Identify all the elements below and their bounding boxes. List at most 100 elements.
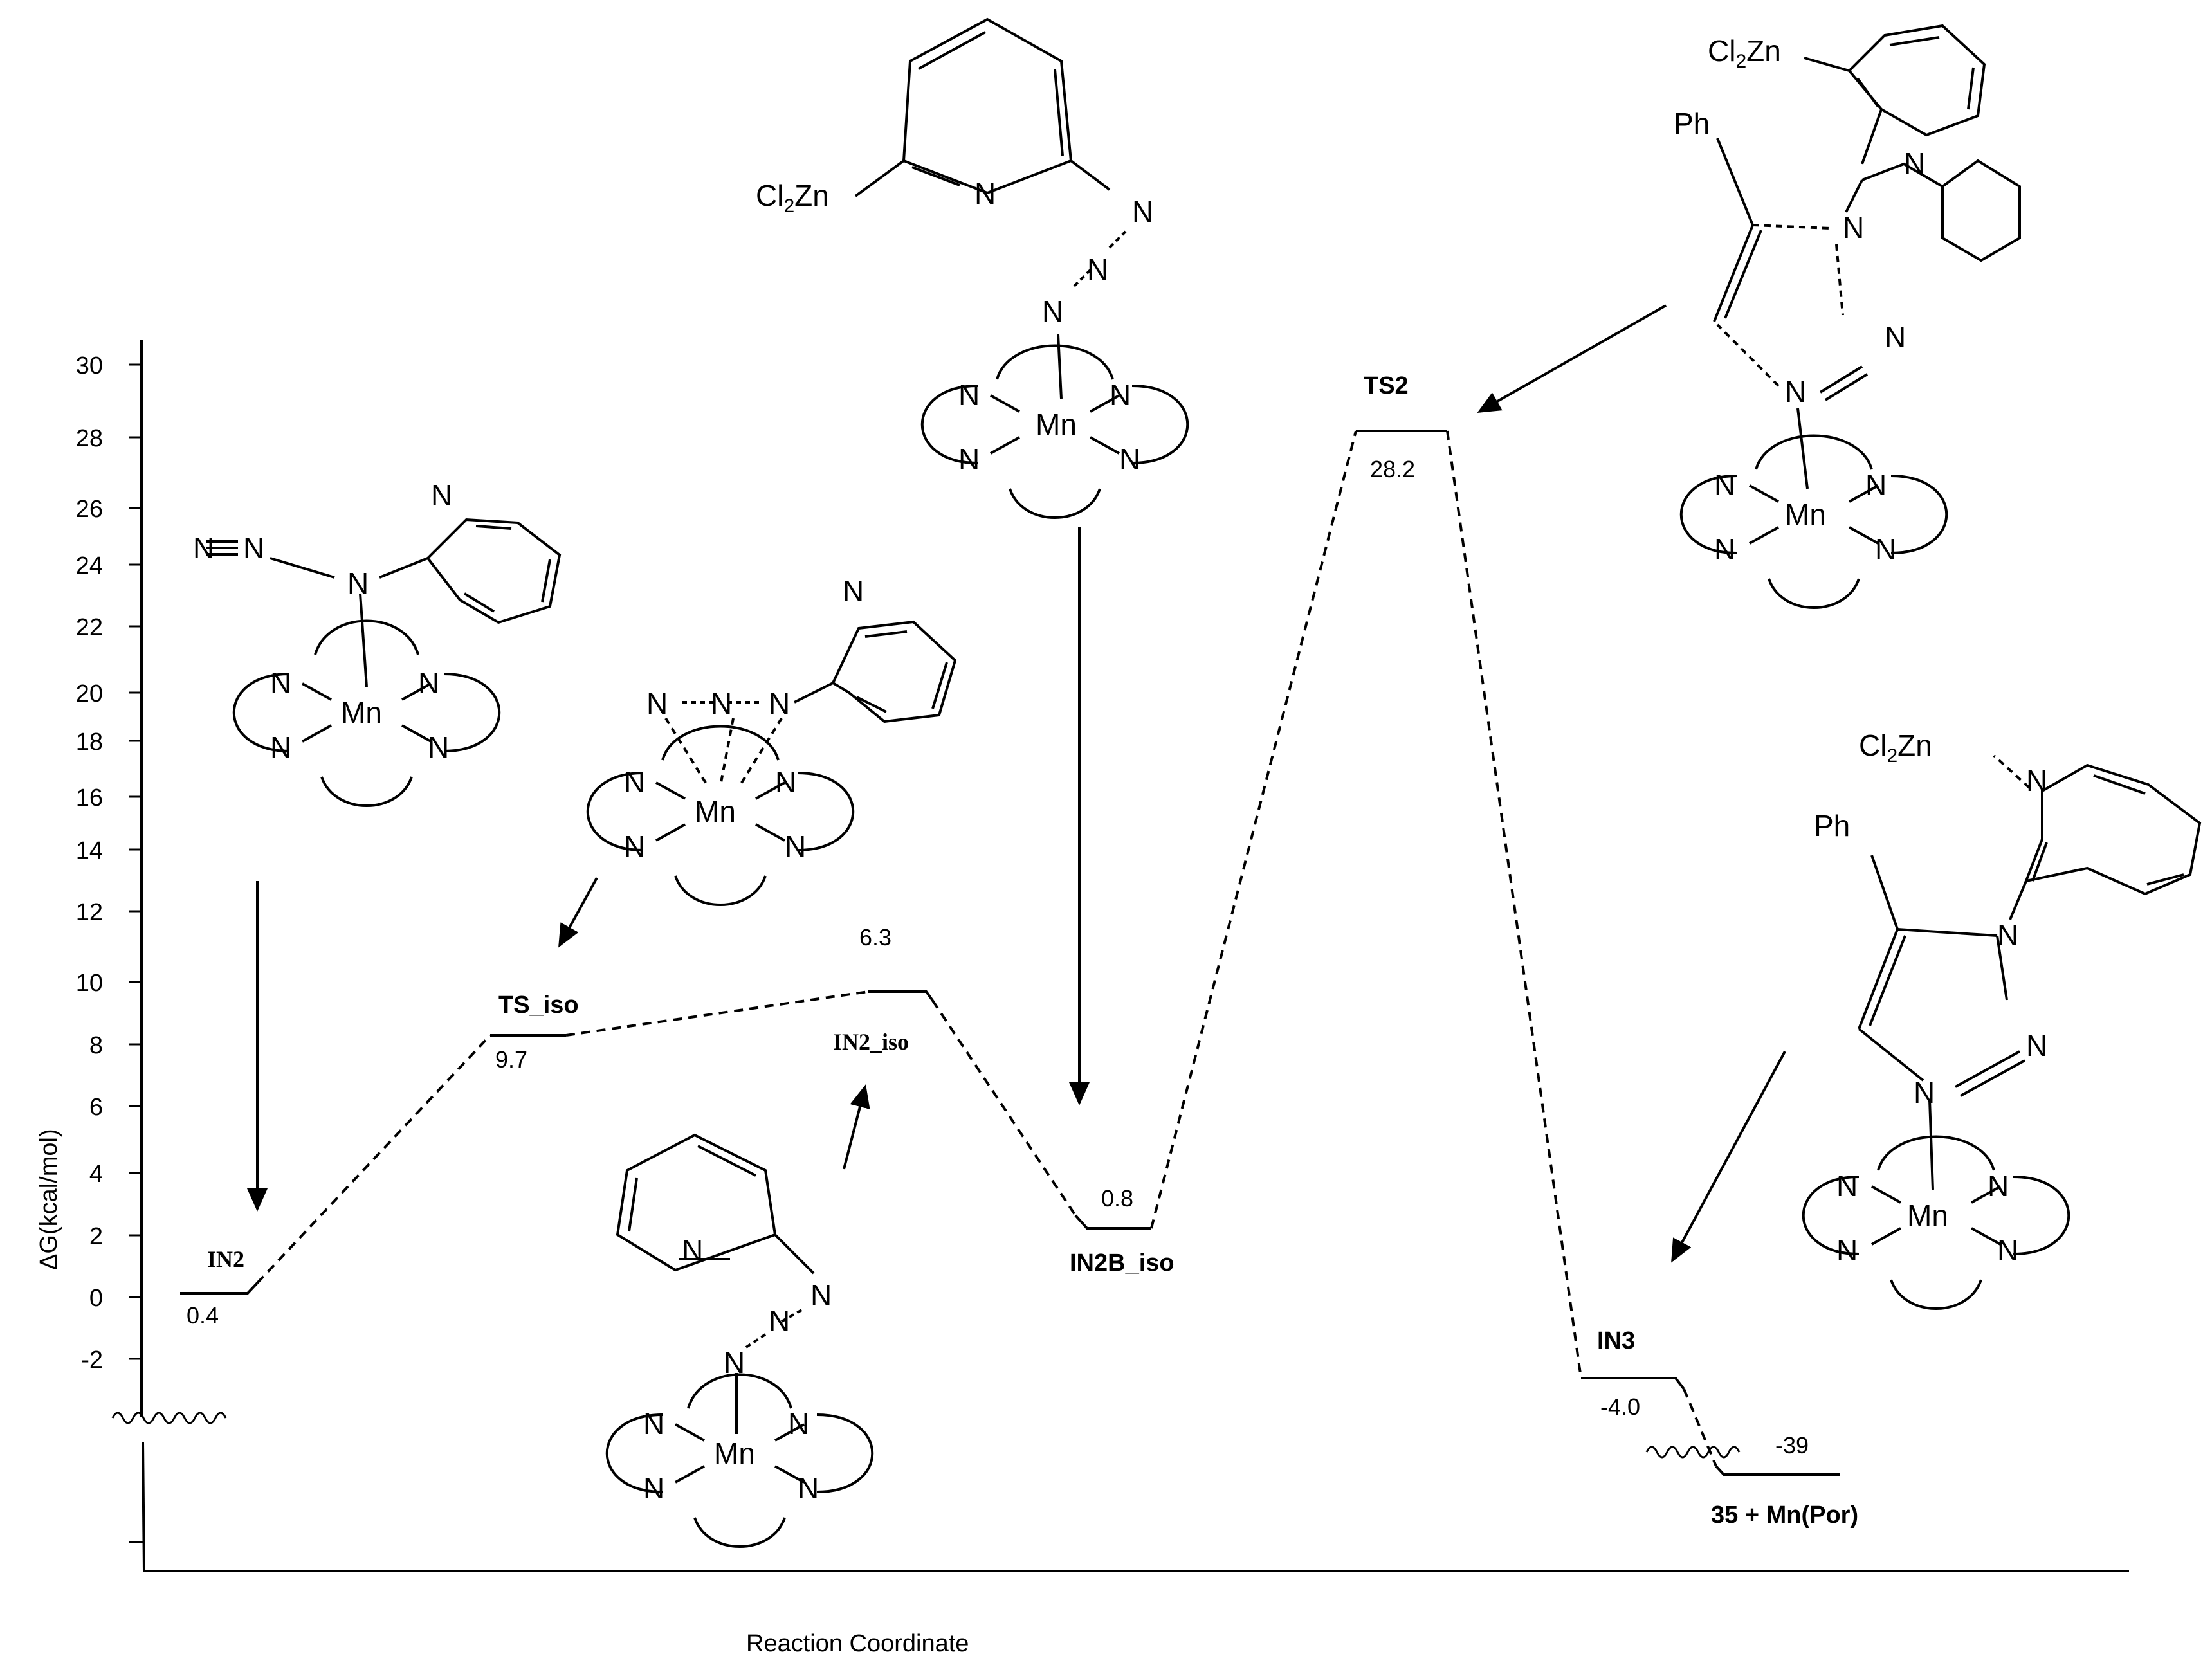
arrow-to-ts-iso-icon [558,877,598,948]
atom-label: N [724,1346,745,1379]
label-ts-iso-value: 9.7 [495,1046,527,1073]
atom-label: N [624,765,645,799]
atom-label: N [1875,532,1896,566]
arrow-to-in2-iso-icon [843,1084,870,1170]
label-in2b-iso-value: 0.8 [1101,1185,1133,1212]
y-tick-label: 24 [76,552,103,579]
y-tick-label: 8 [89,1032,103,1059]
atom-label: N [1997,918,2018,952]
atom-label: N [775,765,796,799]
y-tick-label: -2 [81,1347,103,1374]
atom-label: N [1988,1169,2009,1203]
atom-label: Mn [1036,408,1077,441]
atom-label: N [1714,468,1735,502]
y-tick-label: 30 [76,352,103,379]
atom-label: N [974,177,996,210]
atom-label: Cl2Zn [1708,34,1781,72]
atom-label: N [785,830,806,863]
y-tick-label: 22 [76,614,103,641]
label-in2-value: 0.4 [187,1302,219,1329]
atom-label: N [1110,378,1131,412]
atom-label: N [843,574,864,608]
level-labels: IN2 0.4 TS_iso 9.7 6.3 IN2_iso 0.8 IN2B_… [187,372,1858,1529]
atom-label: Cl2Zn [1859,729,1932,767]
atom-label: N [1997,1233,2018,1267]
atom-label: N [624,830,645,863]
atom-label: Mn [714,1437,755,1470]
axes [111,340,2129,1572]
atom-label: Mn [1907,1199,1948,1232]
level-product [1715,1465,1840,1476]
product-break-icon [1645,1446,1741,1459]
atom-label: N [418,666,439,700]
energy-levels [180,430,1840,1476]
label-in2b-iso-name: IN2B_iso [1070,1250,1175,1277]
y-tick-label: 2 [89,1223,103,1250]
y-tick-label: 28 [76,425,103,452]
atom-label: N [1914,1076,1935,1109]
label-in2-iso-name: IN2_iso [833,1029,909,1055]
label-ts2-name: TS2 [1364,372,1409,399]
label-in3-name: IN3 [1597,1327,1635,1354]
label-in2-name: IN2 [207,1246,244,1272]
atom-label: N [1087,253,1108,286]
structure-in2-iso: Mn N N N N N N N N [605,1133,874,1548]
atom-label: N [243,531,264,565]
y-tick-label: 12 [76,899,103,926]
atom-label: N [958,378,980,412]
atom-label: N [347,567,369,600]
atom-label: N [643,1471,664,1505]
y-tick-label: 6 [89,1094,103,1121]
structure-in2b-iso: Mn N N N N N N N N Cl2Zn [756,17,1189,519]
atom-label: Mn [1785,498,1826,531]
y-axis-label: ΔG(kcal/mol) [35,1129,62,1270]
atom-label: N [1132,195,1153,228]
atom-label: Mn [341,696,382,729]
atom-label: Mn [695,795,736,828]
atom-label: N [2026,1029,2047,1062]
atom-label: N [646,687,668,720]
y-ticks: 30 28 26 24 22 20 18 16 14 12 10 8 6 4 2… [76,352,142,1374]
y-tick-label: 18 [76,729,103,756]
y-tick-label: 14 [76,837,103,864]
level-in2 [180,1282,259,1295]
atom-label: N [1785,375,1806,408]
atom-label: Ph [1674,107,1710,140]
y-tick-label: 20 [76,680,103,707]
atom-label: N [788,1407,809,1440]
atom-label: N [1885,320,1906,354]
label-product-value: -39 [1775,1432,1809,1459]
label-ts2-value: 28.2 [1370,456,1415,482]
atom-label: N [1836,1233,1858,1267]
atom-label: N [810,1278,832,1312]
structure-ts2: Mn N N N N N N N N Ph Cl2Zn [1674,24,2021,609]
atom-label: N [2026,764,2047,797]
atom-label: N [711,687,732,720]
structure-in3: Mn N N N N N N N N Ph Cl2Zn [1802,729,2202,1310]
y-axis-lower-line [142,1442,145,1572]
axis-break-icon [111,1412,227,1424]
atom-label: N [193,531,214,565]
atom-label: N [643,1407,664,1440]
arrow-to-ts2-icon [1477,304,1667,413]
pointer-arrows [247,304,1786,1263]
level-in3 [1581,1377,1685,1390]
atom-label: Cl2Zn [756,179,829,217]
y-tick-label: 16 [76,785,103,812]
atom-label: N [1119,442,1140,476]
atom-label: N [1042,295,1063,328]
y-tick-label: 10 [76,970,103,997]
atom-label: N [1843,211,1864,244]
atom-label: N [769,687,790,720]
atom-label: N [769,1304,790,1338]
atom-label: N [428,731,449,764]
reaction-path [256,430,1717,1467]
atom-label: N [270,731,291,764]
atom-label: N [1865,468,1887,502]
y-tick-label: 4 [89,1161,103,1188]
atom-label: Ph [1814,809,1850,842]
label-product-name: 35 + Mn(Por) [1711,1502,1858,1529]
structure-in2: Mn N N N N N N N N [193,478,562,807]
label-in2-iso-value: 6.3 [859,924,891,950]
